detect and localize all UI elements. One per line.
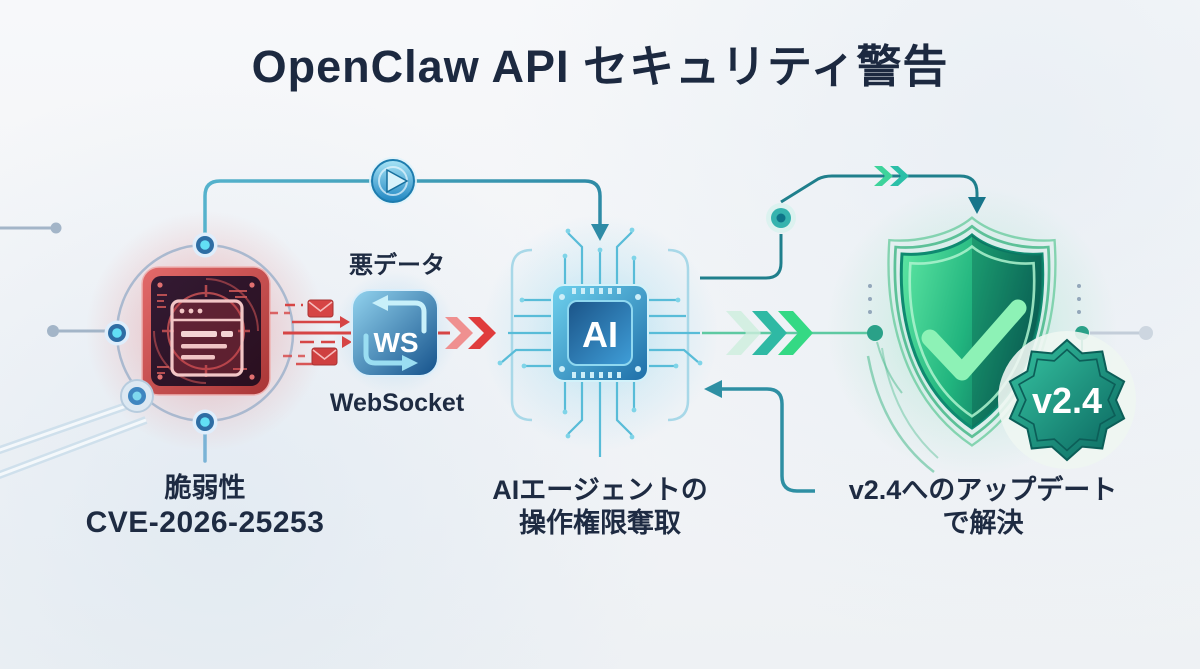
vulnerable-chip-icon	[141, 266, 271, 396]
remediation-label-line2: で解決	[942, 507, 1024, 538]
chip-code-lines	[157, 290, 247, 374]
ai-agent-label: AIエージェントの 操作権限奪取	[492, 474, 707, 540]
ai-chip-icon: AI	[497, 227, 703, 457]
connector-node-teal	[766, 203, 796, 233]
mail-icon	[311, 347, 338, 366]
ai-chip-edge-ticks	[559, 288, 641, 378]
ai-chip-icon-text: AI	[582, 314, 618, 355]
vulnerability-label: 脆弱性 CVE-2026-25253	[86, 472, 325, 542]
orbit-nodes-blue	[104, 232, 218, 435]
ai-chip-pin-dots	[497, 227, 703, 440]
remediation-label: v2.4へのアップデート で解決	[849, 474, 1118, 540]
connector-upper-right	[700, 166, 986, 280]
vulnerability-label-line1: 脆弱性	[164, 473, 246, 503]
shield-check-icon	[866, 216, 1057, 473]
connector-return-arrow	[704, 380, 815, 493]
ai-agent-label-line1: AIエージェントの	[492, 475, 708, 505]
mail-icon	[307, 299, 334, 318]
dotted-guides	[868, 284, 1081, 314]
play-icon	[369, 157, 417, 205]
browser-window-icon	[170, 299, 244, 377]
ai-agent-label-line2: 操作権限奪取	[519, 507, 681, 538]
remediation-label-line1: v2.4へのアップデート	[848, 475, 1118, 505]
chevron-arrows-green	[702, 311, 903, 394]
shield-swoosh-arcs	[866, 347, 939, 473]
page-title: OpenClaw API セキュリティ警告	[251, 41, 949, 92]
left-circuit-stubs	[0, 222, 112, 337]
websocket-icon-text: WS	[373, 327, 418, 358]
ai-chip-brackets	[510, 248, 690, 422]
malicious-flow-arrowheads	[340, 316, 352, 348]
left-diagonal-pipes	[0, 400, 148, 480]
websocket-icon: WS	[351, 289, 439, 377]
ai-chip-circuit-pins	[501, 231, 700, 457]
version-badge-icon: v2.4	[998, 331, 1136, 469]
websocket-label: WebSocket	[329, 389, 465, 417]
orbit-node-bottom-left	[120, 379, 154, 413]
malicious-data-label: 悪データ	[349, 252, 445, 279]
vulnerability-cve-id: CVE-2026-25253	[85, 505, 325, 539]
chevron-arrows-red	[438, 317, 496, 349]
version-badge-text: v2.4	[1032, 380, 1102, 421]
